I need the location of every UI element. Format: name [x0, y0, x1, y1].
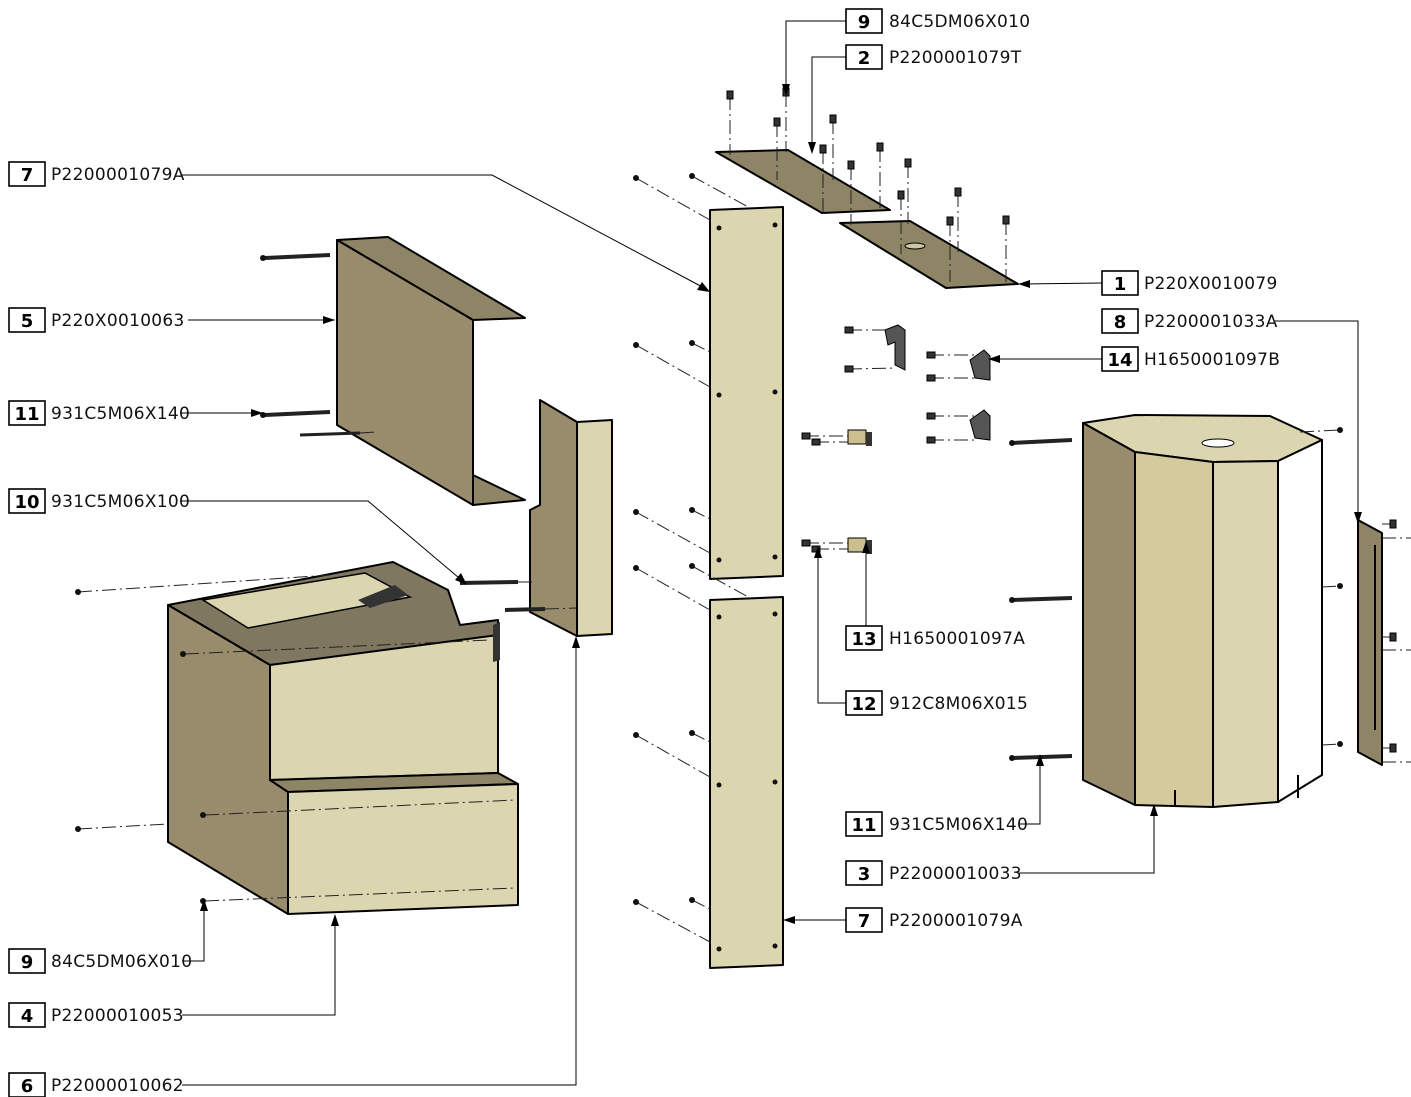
callout-number: 14: [1107, 350, 1132, 371]
part-number: 912C8M06X015: [889, 694, 1028, 714]
center-panel-screws: [633, 173, 751, 943]
callout-13: 13 H1650001097A: [845, 625, 1025, 651]
housing-part-3: [1082, 414, 1323, 808]
part-number: P2200001079A: [51, 165, 185, 185]
top-plate-part-1: [839, 220, 1019, 289]
callout-14: 14 H1650001097B: [1101, 346, 1280, 372]
callout-4: 4 P22000010053: [8, 1002, 184, 1028]
top-plate-part-2: [715, 149, 891, 214]
callout-number: 1: [1114, 274, 1127, 295]
callout-9-bottom: 9 84C5DM06X010: [8, 948, 192, 974]
c-bracket-part-5: [336, 236, 526, 506]
callout-3: 3 P22000010033: [845, 860, 1022, 886]
side-plate-part-8: [1357, 519, 1411, 766]
part-number: P2200001079T: [889, 48, 1022, 68]
callout-number: 9: [21, 952, 34, 973]
callout-number: 8: [1114, 312, 1127, 333]
callout-5: 5 P220X0010063: [8, 307, 185, 333]
c-bracket-screws: [260, 253, 376, 437]
callout-number: 9: [858, 12, 871, 33]
part-number: P22000010033: [889, 864, 1022, 884]
part-number: P22000010062: [51, 1076, 184, 1096]
callout-number: 4: [21, 1006, 34, 1027]
part-number: H1650001097B: [1144, 350, 1280, 370]
base-unit-screws: [75, 574, 516, 904]
callout-number: 11: [851, 815, 876, 836]
callout-10: 10 931C5M06X100: [8, 488, 190, 514]
callout-7-top: 7 P2200001079A: [8, 161, 185, 187]
callout-number: 10: [14, 492, 39, 513]
callout-number: 11: [14, 404, 39, 425]
callout-12: 12 912C8M06X015: [845, 690, 1028, 716]
part-number: 931C5M06X140: [51, 404, 190, 424]
part-number: P2200001033A: [1144, 312, 1278, 332]
callout-11-left: 11 931C5M06X140: [8, 400, 190, 426]
part-number: 931C5M06X140: [889, 815, 1028, 835]
housing-screws: [1009, 427, 1343, 761]
part-number: 931C5M06X100: [51, 492, 190, 512]
callout-6: 6 P22000010062: [8, 1072, 184, 1097]
callout-number: 6: [21, 1076, 34, 1097]
top-screws: [726, 87, 1010, 282]
callout-number: 5: [21, 311, 34, 332]
callout-number: 7: [858, 911, 871, 932]
callout-9-top: 9 84C5DM06X010: [845, 8, 1030, 34]
callout-number: 7: [21, 165, 34, 186]
base-unit-part-4: [167, 561, 519, 915]
part-number: P22000010053: [51, 1006, 184, 1026]
part-number: 84C5DM06X010: [51, 952, 192, 972]
callout-7-bottom: 7 P2200001079A: [845, 907, 1023, 933]
clips-part-14: [844, 324, 991, 444]
leader-lines: [180, 20, 1359, 1086]
side-panel-part-6: [459, 399, 613, 637]
callout-8: 8 P2200001033A: [1101, 308, 1278, 334]
part-number: P220X0010063: [51, 311, 185, 331]
callout-11-right: 11 931C5M06X140: [845, 811, 1028, 837]
callout-number: 13: [851, 629, 876, 650]
callout-1: 1 P220X0010079: [1101, 270, 1278, 296]
callout-number: 12: [851, 694, 876, 715]
callout-number: 3: [858, 864, 871, 885]
part-number: P220X0010079: [1144, 274, 1278, 294]
part-number: P2200001079A: [889, 911, 1023, 931]
callout-number: 2: [858, 48, 871, 69]
part-number: 84C5DM06X010: [889, 12, 1030, 32]
clips-part-13: [801, 429, 872, 554]
center-panel-lower-part-7: [709, 596, 784, 969]
center-panel-upper-part-7: [709, 206, 784, 580]
part-number: H1650001097A: [889, 629, 1025, 649]
leader-arrowheads: [200, 84, 1362, 926]
callout-2: 2 P2200001079T: [845, 44, 1022, 70]
